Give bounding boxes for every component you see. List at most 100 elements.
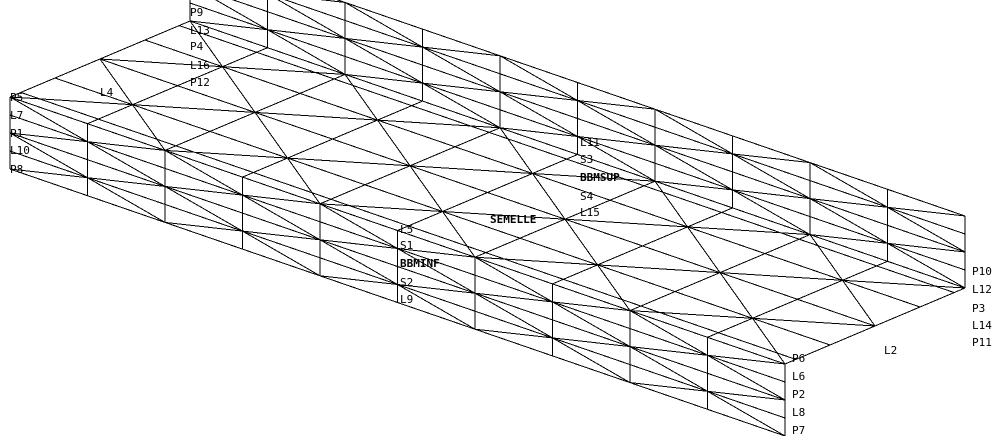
mesh-edge bbox=[319, 203, 398, 249]
mesh-edge bbox=[809, 234, 843, 281]
mesh-edge bbox=[499, 55, 578, 101]
label-semelle: SEMELLE bbox=[490, 213, 536, 226]
mesh-edge bbox=[242, 230, 321, 277]
mesh-edge bbox=[164, 185, 243, 196]
mesh-edge bbox=[732, 153, 811, 200]
mesh-edge bbox=[242, 100, 423, 178]
mesh-edge bbox=[842, 279, 966, 289]
mesh-edge bbox=[474, 256, 598, 266]
mesh-edge bbox=[422, 82, 501, 93]
mesh-edge bbox=[809, 234, 888, 244]
mesh-edge bbox=[474, 328, 553, 339]
mesh-edge bbox=[752, 317, 876, 327]
label-p12: P12 bbox=[190, 76, 210, 89]
mesh-edge bbox=[254, 112, 288, 159]
label-l14: L14 bbox=[972, 319, 992, 332]
mesh-edge bbox=[532, 173, 656, 182]
mesh-edge bbox=[842, 280, 876, 327]
mesh-edge bbox=[597, 264, 631, 311]
mesh-edge bbox=[564, 218, 688, 228]
mesh-edge bbox=[99, 58, 133, 105]
mesh-edge bbox=[397, 284, 476, 294]
mesh-edge bbox=[397, 248, 476, 258]
mesh-edge bbox=[87, 177, 166, 187]
label-l9: L9 bbox=[400, 293, 413, 306]
mesh-edge bbox=[629, 346, 708, 356]
mesh-edge bbox=[707, 390, 786, 401]
mesh-edge bbox=[377, 119, 411, 167]
mesh-edge bbox=[654, 180, 733, 191]
mesh-edge bbox=[654, 144, 733, 155]
mesh-edge bbox=[319, 0, 346, 3]
label-l4: L4 bbox=[100, 86, 114, 99]
mesh-edge bbox=[215, 0, 268, 31]
mesh-edge bbox=[319, 239, 398, 249]
mesh-edge bbox=[397, 248, 476, 294]
mesh-edge bbox=[707, 390, 786, 436]
mesh-edge bbox=[267, 29, 346, 75]
label-l8: L8 bbox=[792, 406, 805, 419]
mesh-edge bbox=[732, 153, 811, 164]
mesh-edge bbox=[687, 226, 721, 273]
label-l6: L6 bbox=[792, 370, 805, 383]
mesh-edge bbox=[277, 0, 346, 39]
mesh-edge bbox=[87, 141, 166, 187]
mesh-edge bbox=[499, 91, 578, 137]
mesh-edge bbox=[707, 260, 888, 338]
mesh-edge bbox=[442, 211, 476, 258]
mesh-edge bbox=[164, 149, 288, 159]
mesh-edge bbox=[474, 256, 553, 303]
mesh-edge bbox=[319, 203, 443, 212]
label-s1: S1 bbox=[400, 239, 413, 252]
mesh-edge bbox=[254, 111, 378, 121]
mesh-edge bbox=[597, 264, 721, 274]
mesh-edge bbox=[887, 242, 966, 289]
mesh-edge bbox=[99, 58, 223, 68]
mesh-edge bbox=[267, 29, 346, 39]
mesh-edge bbox=[397, 154, 578, 231]
mesh-edge bbox=[577, 136, 656, 146]
mesh-edge bbox=[9, 168, 88, 179]
label-p11: P11 bbox=[972, 336, 992, 349]
label-s4: S4 bbox=[580, 190, 594, 203]
label-p10: P10 bbox=[972, 265, 992, 278]
label-l12: L12 bbox=[972, 283, 992, 296]
mesh-edge bbox=[164, 221, 243, 232]
mesh-edge bbox=[344, 37, 423, 48]
mesh-edge bbox=[809, 198, 888, 208]
mesh-edge bbox=[189, 20, 223, 67]
mesh-edge bbox=[20, 91, 796, 360]
label-bbminf: BBMINF bbox=[400, 257, 440, 270]
mesh-edge bbox=[344, 74, 378, 121]
label-l7: L7 bbox=[10, 109, 23, 122]
mesh-edge bbox=[809, 198, 888, 244]
mesh-edge bbox=[552, 301, 631, 348]
mesh-edge bbox=[422, 46, 501, 57]
label-p7: P7 bbox=[792, 424, 805, 436]
label-p1: P1 bbox=[10, 127, 23, 140]
mesh-edge bbox=[9, 96, 88, 143]
mesh-edge bbox=[499, 91, 578, 101]
mesh-edge bbox=[397, 284, 476, 330]
mesh-edge bbox=[164, 185, 243, 232]
finite-element-mesh bbox=[9, 0, 966, 436]
mesh-edge bbox=[719, 272, 843, 281]
mesh-edge bbox=[287, 157, 411, 167]
mesh-edge bbox=[189, 20, 268, 31]
mesh-edge bbox=[629, 310, 753, 319]
mesh-edge bbox=[564, 218, 598, 266]
label-p9: P9 bbox=[190, 6, 203, 19]
mesh-edge bbox=[9, 96, 133, 106]
mesh-edge bbox=[409, 165, 443, 212]
mesh-edge bbox=[532, 173, 566, 220]
mesh-edge bbox=[344, 1, 423, 48]
mesh-edge bbox=[222, 66, 346, 75]
mesh-edge bbox=[179, 25, 955, 294]
mesh-edge bbox=[654, 108, 733, 155]
mesh-edge bbox=[499, 127, 533, 174]
mesh-edge bbox=[552, 337, 631, 384]
mesh-edge bbox=[344, 37, 423, 84]
label-l10: L10 bbox=[10, 144, 30, 157]
mesh-edge bbox=[242, 194, 321, 205]
